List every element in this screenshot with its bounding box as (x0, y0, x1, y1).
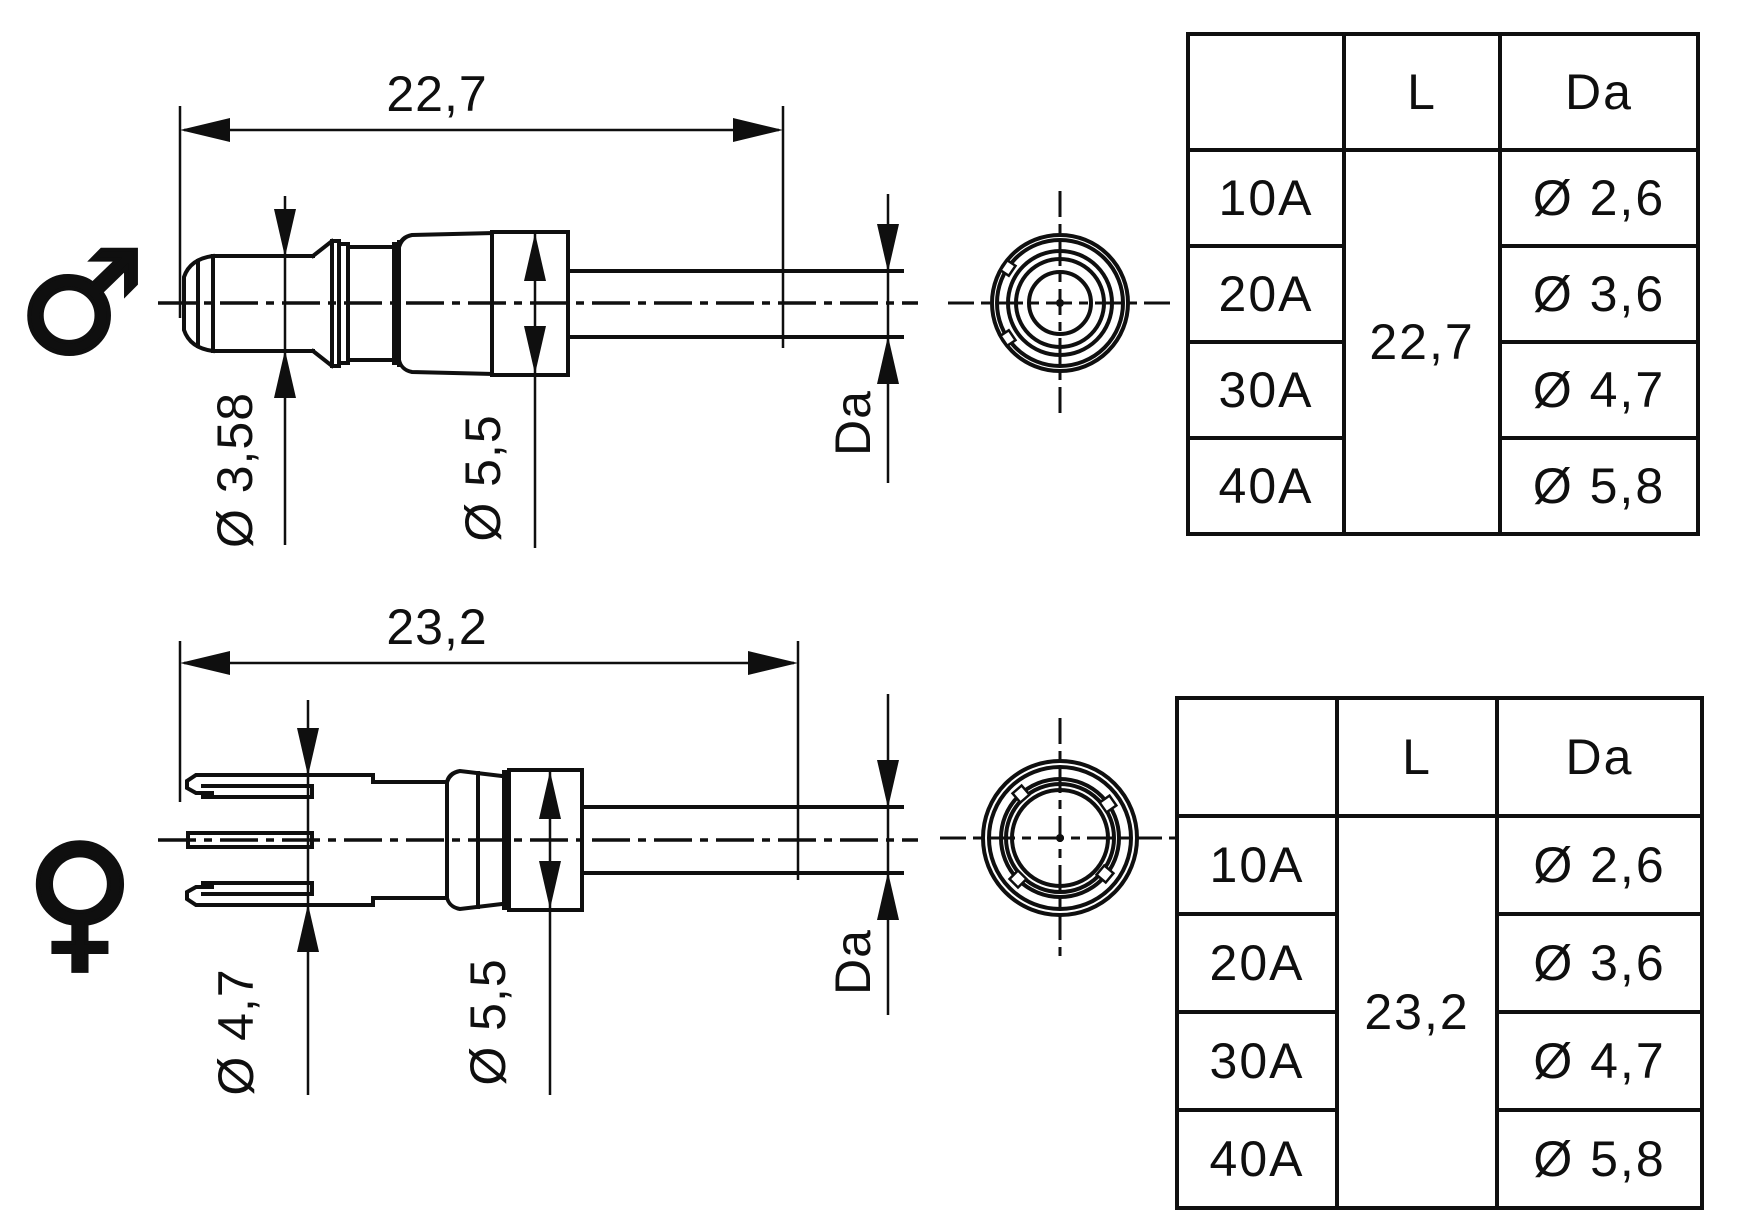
male-amp-cell: 40A (1186, 436, 1346, 536)
female-l-value-cell: 23,2 (1335, 814, 1499, 1210)
female-amp-cell: 10A (1175, 814, 1339, 916)
male-amp-cell: 30A (1186, 340, 1346, 440)
female-table-corner-cell (1175, 696, 1339, 818)
female-spec-table: L Da 10A 23,2 Ø 2,6 20A Ø 3,6 30A Ø 4,7 … (1175, 696, 1704, 1210)
male-shaft-diameter-label: Da (825, 390, 881, 456)
male-l-value-cell: 22,7 (1342, 148, 1502, 536)
male-amp-cell: 20A (1186, 244, 1346, 344)
male-body-diameter-dimension: Ø 5,5 (455, 233, 546, 548)
female-gender-icon: ♀ (25, 814, 135, 988)
female-da-cell: Ø 3,6 (1495, 912, 1704, 1014)
female-amp-cell: 40A (1175, 1108, 1339, 1210)
female-da-cell: Ø 4,7 (1495, 1010, 1704, 1112)
male-da-cell: Ø 3,6 (1498, 244, 1700, 344)
female-contact-drawing: ♀ (23, 599, 1180, 1096)
female-shaft-diameter-label: Da (825, 929, 881, 995)
male-table-header-da: Da (1498, 32, 1700, 152)
female-socket-diameter-value: Ø 4,7 (208, 968, 264, 1095)
male-da-cell: Ø 2,6 (1498, 148, 1700, 248)
female-amp-cell: 20A (1175, 912, 1339, 1014)
male-da-cell: Ø 5,8 (1498, 436, 1700, 536)
female-da-cell: Ø 2,6 (1495, 814, 1704, 916)
female-length-value: 23,2 (386, 599, 487, 655)
male-pin-diameter-value: Ø 3,58 (207, 392, 263, 548)
female-table-header-da: Da (1495, 696, 1704, 818)
male-da-cell: Ø 4,7 (1498, 340, 1700, 440)
male-body-diameter-value: Ø 5,5 (455, 414, 511, 541)
male-table-corner-cell (1186, 32, 1346, 152)
female-socket-diameter-dimension: Ø 4,7 (208, 700, 319, 1096)
female-amp-cell: 30A (1175, 1010, 1339, 1112)
male-spec-table: L Da 10A 22,7 Ø 2,6 20A Ø 3,6 30A Ø 4,7 … (1186, 32, 1700, 536)
female-side-view (185, 768, 904, 912)
female-end-view (940, 718, 1180, 958)
male-length-dimension: 22,7 (178, 66, 785, 348)
female-body-diameter-dimension: Ø 5,5 (460, 771, 561, 1095)
male-amp-cell: 10A (1186, 148, 1346, 248)
male-length-value: 22,7 (386, 66, 487, 122)
female-shaft-diameter-dimension: Da (825, 694, 899, 1015)
male-gender-icon: ♂ (18, 221, 145, 386)
male-table-header-l: L (1342, 32, 1502, 152)
male-contact-drawing: ♂ (16, 66, 1172, 548)
male-shaft-diameter-dimension: Da (825, 194, 899, 483)
female-body-diameter-value: Ø 5,5 (460, 958, 516, 1085)
male-pin-diameter-dimension: Ø 3,58 (207, 196, 296, 548)
male-end-view (948, 191, 1172, 415)
female-table-header-l: L (1335, 696, 1499, 818)
female-length-dimension: 23,2 (178, 599, 800, 880)
female-da-cell: Ø 5,8 (1495, 1108, 1704, 1210)
male-side-view (182, 230, 904, 377)
